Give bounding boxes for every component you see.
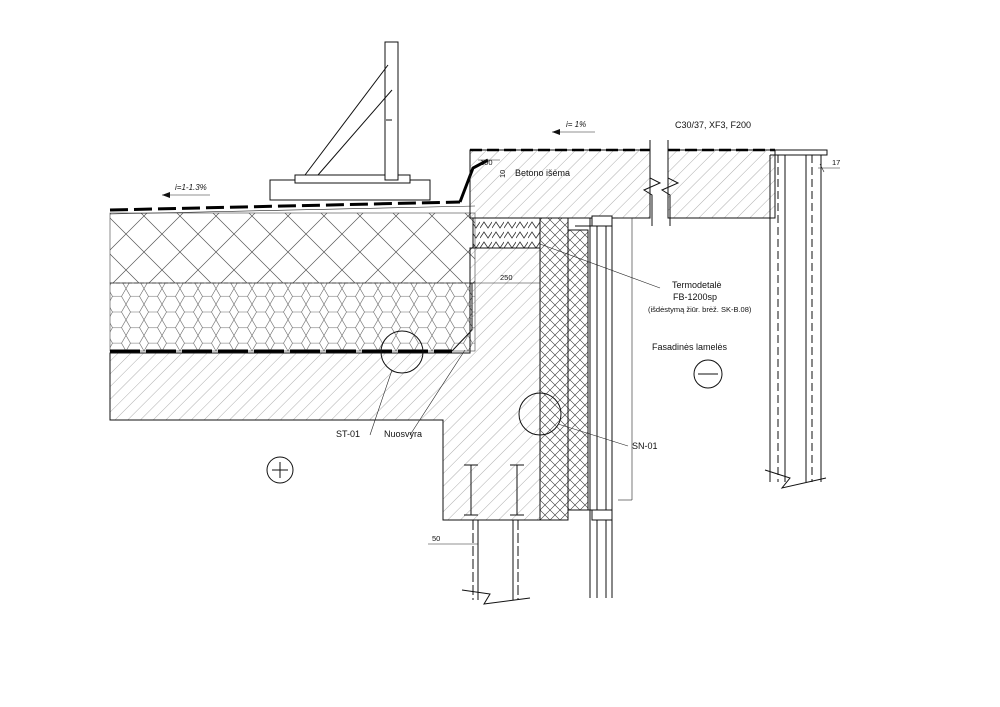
roof-insulation-upper	[109, 212, 476, 284]
plus-marker	[266, 456, 294, 484]
label-dim-100: 100	[480, 158, 493, 167]
label-slope-roof: i=1-1.3%	[175, 183, 207, 192]
right-column	[764, 155, 827, 489]
leader-nuosvyra	[409, 349, 466, 436]
label-slope-slab: i= 1%	[566, 120, 586, 129]
break-line-slab	[642, 140, 680, 226]
label-sn01: SN-01	[632, 441, 658, 451]
roof-insulation-lower	[109, 282, 476, 352]
label-nuosvyra: Nuosvyra	[384, 429, 422, 439]
label-dim-250: 250	[500, 273, 513, 282]
label-thermo-title: Termodetalė	[672, 280, 722, 290]
label-dim-10: 10	[498, 170, 507, 178]
label-thermo-note: (išdėstymą žiūr. brėž. SK-B.08)	[648, 305, 752, 314]
label-thermo-type: FB-1200sp	[673, 292, 717, 302]
concrete-top-slab	[469, 148, 828, 219]
dim-line-17	[818, 163, 840, 173]
label-st01: ST-01	[336, 429, 360, 439]
facade-lamellas	[618, 217, 633, 501]
label-concrete-class: C30/37, XF3, F200	[675, 120, 751, 130]
label-dim-50: 50	[432, 534, 440, 543]
slope-arrow-roof	[162, 192, 210, 198]
facade-profile	[575, 215, 613, 598]
label-concrete-recess: Betono išėma	[515, 168, 570, 178]
label-dim-17: 17	[832, 158, 840, 167]
thermal-break	[472, 217, 541, 249]
roof-support-frame	[269, 41, 431, 201]
slope-arrow-slab	[552, 129, 595, 135]
steel-columns-bottom	[461, 464, 531, 605]
minus-marker	[693, 359, 723, 389]
leader-thermo	[539, 243, 661, 289]
wall-insulation	[539, 217, 589, 521]
detail-circle-st01	[369, 330, 424, 436]
detail-circle-sn01	[518, 392, 629, 447]
label-facade-lamellas: Fasadinės lamelės	[652, 342, 728, 352]
